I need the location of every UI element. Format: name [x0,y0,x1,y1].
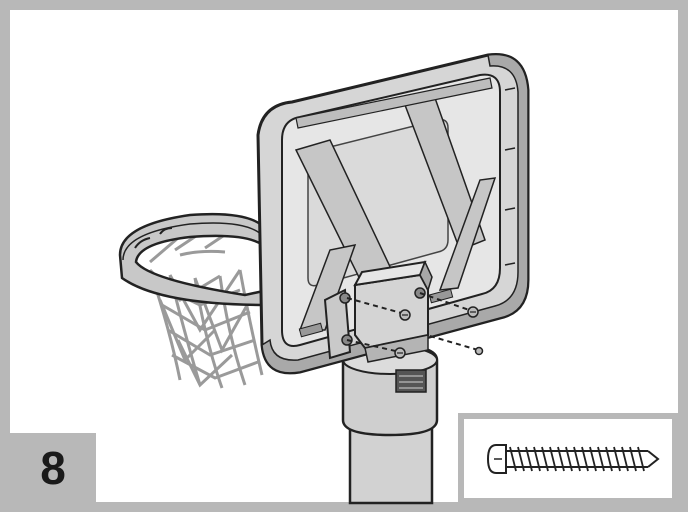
step-number-box: 8 [10,433,96,502]
screw-detail-inset [458,413,678,504]
net-drawing [148,226,264,389]
screw-icon [458,413,678,504]
pole [341,343,439,505]
backboard [256,52,530,375]
screws [346,292,484,359]
hoop-rim [118,212,270,307]
step-number: 8 [40,441,66,494]
